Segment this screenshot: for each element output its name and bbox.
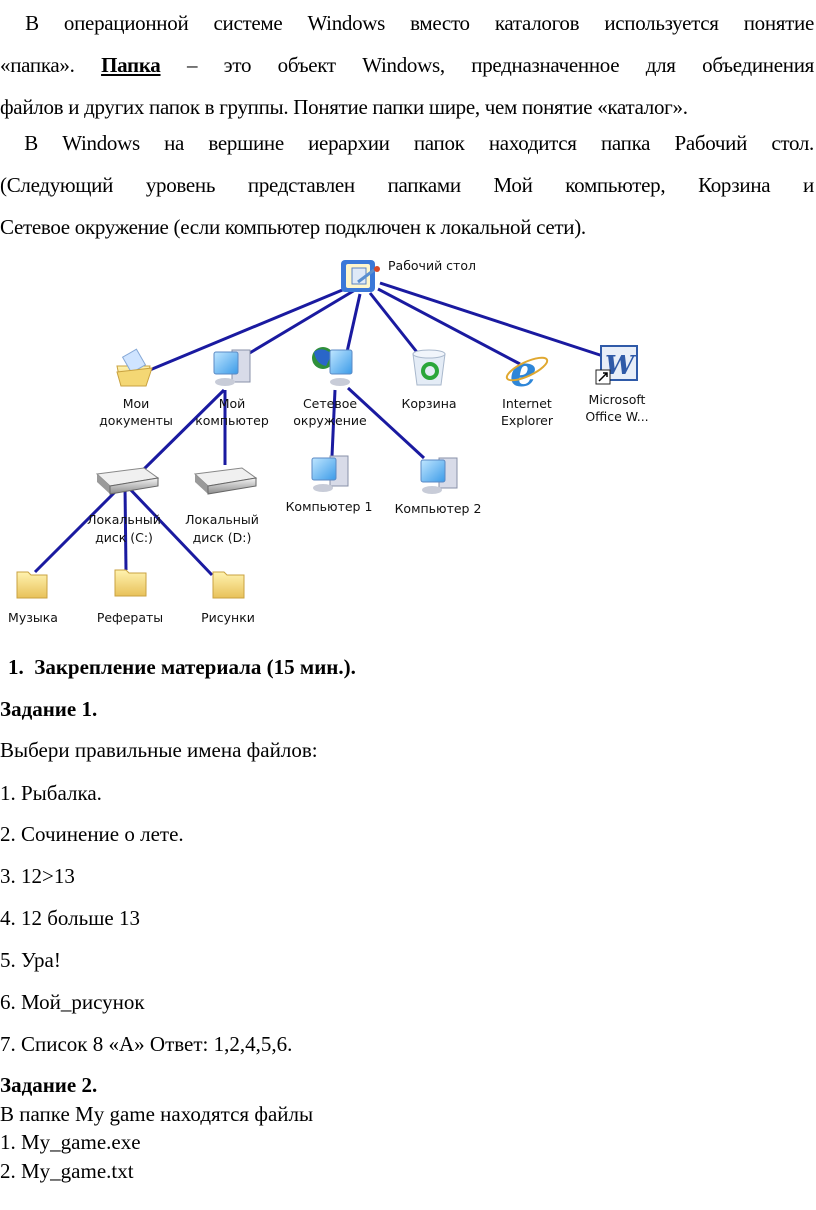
node-label: Компьютер 1 (286, 499, 373, 514)
my-computer-icon (213, 349, 251, 386)
node-label: Microsoft (589, 392, 646, 407)
task-2-item: 1. My_game.exe (0, 1130, 141, 1154)
node-label: Сетевое (303, 396, 357, 411)
text-line: (Следующий уровень представлен папками М… (0, 173, 814, 197)
desktop-icon (341, 260, 380, 292)
connector (345, 293, 362, 353)
folder-hierarchy-diagram: Рабочий стол Мои документы Мой компьютер… (8, 258, 649, 625)
connector (123, 486, 128, 571)
text-line: В операционной системе Windows вместо ка… (0, 11, 814, 35)
connector (126, 485, 214, 577)
folder-icon (212, 571, 245, 599)
svg-text:e: e (510, 347, 537, 396)
word-icon: W (595, 345, 638, 385)
task-1-prompt: Выбери правильные имена файлов: (0, 738, 318, 762)
section-heading: 1. Закрепление материала (15 мин.). (8, 655, 356, 679)
task-1-item: 5. Ура! (0, 948, 61, 972)
node-label: Рисунки (201, 610, 255, 625)
task-1-item: 2. Сочинение о лете. (0, 822, 184, 846)
text-line: В Windows на вершине иерархии папок нахо… (0, 131, 814, 155)
task-2-title: Задание 2. (0, 1073, 98, 1097)
connector (141, 388, 226, 472)
node-label: диск (D:) (193, 530, 252, 545)
connector-lines (33, 281, 604, 577)
task-2-prompt: В папке My game находятся файлы (0, 1102, 314, 1126)
connector (144, 284, 353, 374)
term-papka: Папка (101, 53, 161, 77)
network-computer-icon (420, 457, 458, 494)
task-1-title: Задание 1. (0, 697, 98, 721)
network-computer-icon (311, 455, 349, 492)
node-label: Explorer (501, 413, 554, 428)
task-1-item: 3. 12>13 (0, 864, 75, 888)
connector (330, 389, 337, 457)
hard-drive-icon (193, 467, 258, 495)
node-label: Музыка (8, 610, 58, 625)
task-1-item: 6. Мой_рисунок (0, 990, 145, 1014)
network-icon (312, 347, 353, 386)
text-line: Сетевое окружение (если компьютер подклю… (0, 215, 586, 239)
intro-paragraph-2: В Windows на вершине иерархии папок нахо… (0, 122, 814, 248)
node-label: Мой (219, 396, 246, 411)
intro-paragraph-1: В операционной системе Windows вместо ка… (0, 2, 814, 128)
node-label: документы (99, 413, 173, 428)
recycle-bin-icon (412, 349, 446, 386)
node-label: Локальный (185, 512, 259, 527)
connector (379, 281, 604, 358)
task-1-item: 1. Рыбалка. (0, 781, 102, 805)
hard-drive-icon (95, 467, 160, 495)
connector (377, 287, 521, 366)
text-line: «папка». Папка – это объект Windows, пре… (0, 53, 814, 77)
task-1-item: 4. 12 больше 13 (0, 906, 140, 930)
task-1-item-answer: 7. Список 8 «А» Ответ: 1,2,4,5,6. (0, 1032, 293, 1056)
node-label: Компьютер 2 (395, 501, 482, 516)
node-label: Мои (123, 396, 150, 411)
connector (346, 386, 426, 460)
task-2-item: 2. My_game.txt (0, 1159, 134, 1183)
connector (33, 485, 122, 574)
node-label: диск (C:) (95, 530, 153, 545)
node-label: Рефераты (97, 610, 163, 625)
folder-icon (114, 569, 147, 597)
node-label: Локальный (87, 512, 161, 527)
node-label: компьютер (195, 413, 269, 428)
connector (368, 292, 422, 357)
connector (247, 288, 356, 356)
node-label: Корзина (401, 396, 456, 411)
node-label-root: Рабочий стол (388, 258, 476, 273)
my-documents-icon (116, 348, 153, 387)
node-label: окружение (293, 413, 367, 428)
folder-icon (16, 571, 48, 599)
node-label: Internet (502, 396, 552, 411)
text-line: файлов и других папок в группы. Понятие … (0, 95, 688, 119)
internet-explorer-icon: e (505, 347, 549, 396)
node-label: Office W... (585, 409, 648, 424)
